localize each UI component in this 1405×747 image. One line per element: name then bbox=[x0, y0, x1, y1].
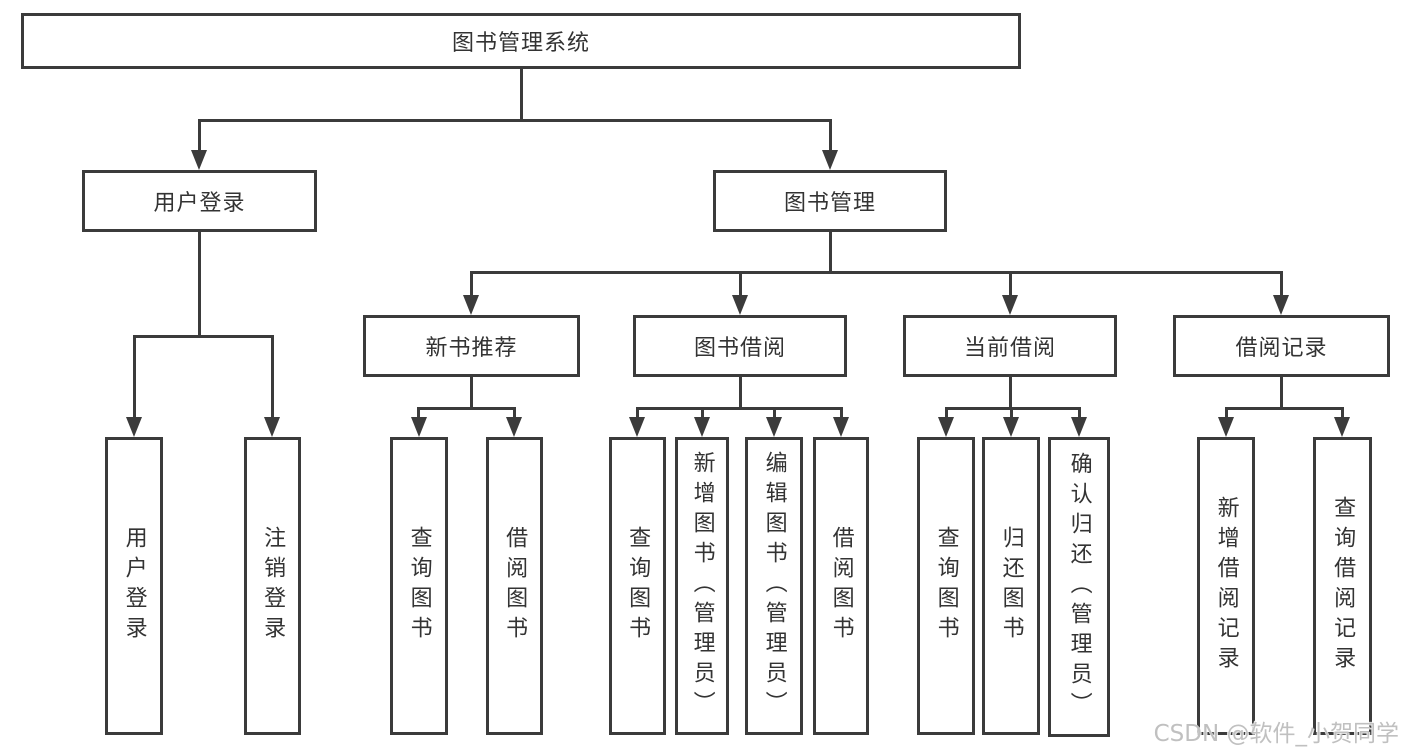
leaf-user-login: 用户登录 bbox=[105, 437, 163, 735]
node-root: 图书管理系统 bbox=[21, 13, 1021, 69]
connector-line bbox=[840, 407, 843, 419]
arrow-down-icon bbox=[1003, 417, 1019, 437]
leaf-label: 新增图书（管理员） bbox=[689, 451, 715, 721]
connector-line bbox=[417, 407, 420, 419]
arrow-down-icon bbox=[126, 417, 142, 437]
leaf-query-books-current: 查询图书 bbox=[917, 437, 975, 735]
connector-line bbox=[198, 119, 832, 122]
node-label: 新书推荐 bbox=[425, 336, 518, 361]
node-new-book-recommend: 新书推荐 bbox=[363, 315, 580, 377]
connector-line bbox=[945, 407, 1081, 410]
leaf-label: 用户登录 bbox=[121, 526, 147, 646]
leaf-query-books-borrow: 查询图书 bbox=[609, 437, 666, 735]
node-label: 借阅记录 bbox=[1235, 336, 1328, 361]
arrow-down-icon bbox=[463, 295, 479, 315]
node-borrow-records: 借阅记录 bbox=[1173, 315, 1390, 377]
node-book-management: 图书管理 bbox=[713, 170, 947, 232]
leaf-label: 新增借阅记录 bbox=[1213, 496, 1239, 676]
arrow-down-icon bbox=[629, 417, 645, 437]
connector-line bbox=[636, 407, 639, 419]
leaf-label: 查询借阅记录 bbox=[1330, 496, 1356, 676]
arrow-down-icon bbox=[833, 417, 849, 437]
node-label: 当前借阅 bbox=[963, 336, 1056, 361]
leaf-borrow-books: 借阅图书 bbox=[813, 437, 869, 735]
connector-line bbox=[1280, 271, 1283, 297]
leaf-label: 查询图书 bbox=[625, 526, 651, 646]
arrow-down-icon bbox=[694, 417, 710, 437]
node-label: 图书管理 bbox=[783, 191, 876, 216]
leaf-label: 确认归还（管理员） bbox=[1066, 452, 1092, 722]
arrow-down-icon bbox=[1334, 417, 1350, 437]
leaf-label: 借阅图书 bbox=[828, 526, 854, 646]
arrow-down-icon bbox=[264, 417, 280, 437]
arrow-down-icon bbox=[1002, 295, 1018, 315]
connector-line bbox=[470, 271, 473, 297]
connector-line bbox=[198, 232, 201, 338]
leaf-confirm-return-admin: 确认归还（管理员） bbox=[1048, 437, 1110, 737]
node-user-login: 用户登录 bbox=[82, 170, 317, 232]
node-book-borrow: 图书借阅 bbox=[633, 315, 847, 377]
arrow-down-icon bbox=[938, 417, 954, 437]
connector-line bbox=[470, 377, 473, 409]
connector-line bbox=[520, 69, 523, 122]
arrow-down-icon bbox=[1273, 295, 1289, 315]
arrow-down-icon bbox=[732, 295, 748, 315]
leaf-edit-books-admin: 编辑图书（管理员） bbox=[745, 437, 803, 735]
node-label: 图书借阅 bbox=[693, 336, 786, 361]
arrow-down-icon bbox=[506, 417, 522, 437]
connector-line bbox=[133, 335, 274, 338]
leaf-add-books-admin: 新增图书（管理员） bbox=[675, 437, 729, 735]
connector-line bbox=[739, 377, 742, 409]
leaf-add-borrow-record: 新增借阅记录 bbox=[1197, 437, 1255, 735]
arrow-down-icon bbox=[1071, 417, 1087, 437]
connector-line bbox=[1280, 377, 1283, 409]
node-current-borrow: 当前借阅 bbox=[903, 315, 1117, 377]
leaf-logout: 注销登录 bbox=[244, 437, 301, 735]
connector-line bbox=[1010, 407, 1013, 419]
connector-line bbox=[1009, 271, 1012, 297]
connector-line bbox=[701, 407, 704, 419]
leaf-label: 注销登录 bbox=[260, 526, 286, 646]
connector-line bbox=[829, 119, 832, 153]
connector-line bbox=[271, 335, 274, 419]
connector-line bbox=[1341, 407, 1344, 419]
arrow-down-icon bbox=[822, 150, 838, 170]
leaf-query-books-recommend: 查询图书 bbox=[390, 437, 448, 735]
connector-line bbox=[513, 407, 516, 419]
connector-line bbox=[198, 119, 201, 153]
leaf-label: 查询图书 bbox=[406, 526, 432, 646]
node-label: 用户登录 bbox=[153, 191, 246, 216]
connector-line bbox=[829, 232, 832, 274]
csdn-watermark: CSDN @软件_小贺同学 bbox=[1153, 721, 1399, 747]
leaf-label: 查询图书 bbox=[933, 526, 959, 646]
connector-line bbox=[945, 407, 948, 419]
arrow-down-icon bbox=[411, 417, 427, 437]
arrow-down-icon bbox=[766, 417, 782, 437]
connector-line bbox=[1009, 377, 1012, 409]
connector-line bbox=[133, 335, 136, 419]
arrow-down-icon bbox=[191, 150, 207, 170]
connector-line bbox=[1078, 407, 1081, 419]
connector-line bbox=[773, 407, 776, 419]
connector-line bbox=[1225, 407, 1228, 419]
leaf-borrow-books-recommend: 借阅图书 bbox=[486, 437, 543, 735]
connector-line bbox=[636, 407, 843, 410]
arrow-down-icon bbox=[1218, 417, 1234, 437]
node-root-label: 图书管理系统 bbox=[451, 31, 590, 56]
leaf-return-books: 归还图书 bbox=[982, 437, 1040, 735]
connector-line bbox=[1225, 407, 1344, 410]
leaf-label: 借阅图书 bbox=[502, 526, 528, 646]
connector-line bbox=[470, 271, 1282, 274]
connector-line bbox=[739, 271, 742, 297]
connector-line bbox=[417, 407, 516, 410]
leaf-label: 归还图书 bbox=[998, 526, 1024, 646]
leaf-label: 编辑图书（管理员） bbox=[761, 451, 787, 721]
leaf-query-borrow-record: 查询借阅记录 bbox=[1313, 437, 1372, 735]
